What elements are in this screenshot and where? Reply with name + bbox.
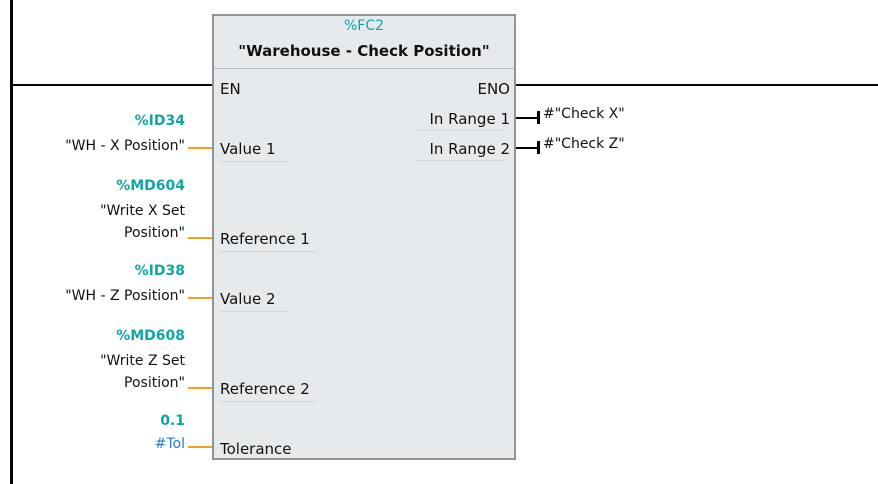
left-power-rail [10,0,13,484]
output-wire-1 [516,117,538,119]
input-tag-tolerance[interactable]: #Tol [154,436,185,452]
pin-underline-value-2 [220,311,290,312]
input-address-value-2[interactable]: %ID38 [134,263,185,279]
input-wire-tolerance [188,446,212,448]
output-coil-mark-2 [537,141,540,154]
input-address-reference-2[interactable]: %MD608 [116,328,185,344]
input-wire-reference-2 [188,387,212,389]
input-tag-reference-1-line1[interactable]: "Write X Set [100,203,185,219]
input-wire-value-1 [188,147,212,149]
pin-value-2: Value 2 [220,290,276,308]
pin-in-range-1: In Range 1 [429,110,510,128]
input-address-reference-1[interactable]: %MD604 [116,178,185,194]
input-wire-value-2 [188,297,212,299]
pin-reference-2: Reference 2 [220,380,310,398]
output-coil-mark-1 [537,111,540,124]
block-address[interactable]: %FC2 [343,18,385,34]
input-tag-reference-1-line2[interactable]: Position" [124,225,185,241]
input-tag-value-2[interactable]: "WH - Z Position" [65,288,185,304]
pin-eno: ENO [477,80,510,98]
pin-in-range-2: In Range 2 [429,140,510,158]
function-block[interactable]: %FC2 "Warehouse - Check Position" EN ENO… [212,14,516,460]
pin-underline-in-range-2 [414,160,506,161]
pin-underline-reference-2 [220,401,316,402]
input-tag-reference-2-line1[interactable]: "Write Z Set [100,353,185,369]
pin-tolerance: Tolerance [220,440,292,458]
input-address-value-1[interactable]: %ID34 [134,113,185,129]
input-value-tolerance[interactable]: 0.1 [160,413,185,429]
output-target-check-x[interactable]: #"Check X" [543,106,625,122]
pin-underline-reference-1 [220,251,316,252]
input-tag-reference-2-line2[interactable]: Position" [124,375,185,391]
function-block-header: %FC2 "Warehouse - Check Position" [214,16,514,69]
pin-value-1: Value 1 [220,140,276,158]
output-target-check-z[interactable]: #"Check Z" [543,136,625,152]
power-line-left [10,84,212,86]
block-name[interactable]: "Warehouse - Check Position" [238,42,490,60]
input-tag-value-1[interactable]: "WH - X Position" [65,138,185,154]
power-line-right [516,84,878,86]
pin-reference-1: Reference 1 [220,230,310,248]
pin-underline-value-1 [220,161,290,162]
output-wire-2 [516,147,538,149]
pin-en: EN [220,80,241,98]
pin-underline-in-range-1 [414,130,506,131]
input-wire-reference-1 [188,237,212,239]
